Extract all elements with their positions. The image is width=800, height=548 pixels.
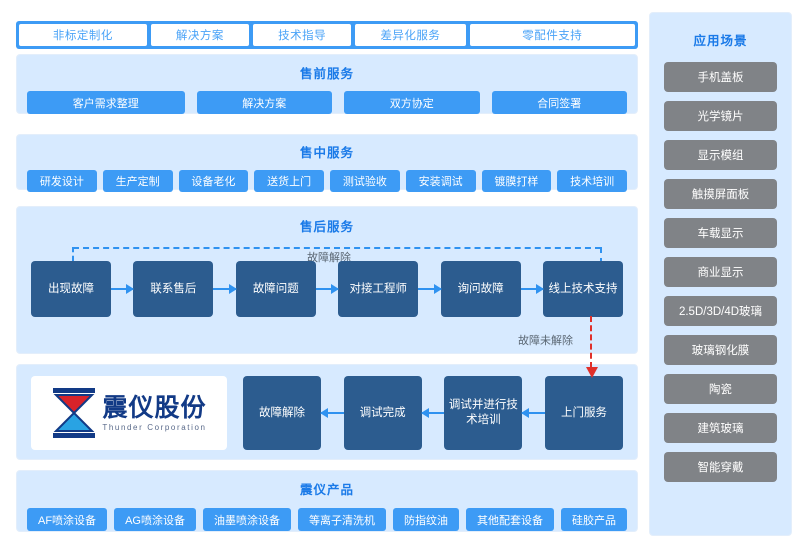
sidebar-item-ceramics[interactable]: 陶瓷 [664,374,777,404]
product-ink-coating[interactable]: 油墨喷涂设备 [202,508,291,531]
company-logo: 震仪股份 Thunder Corporation [31,376,227,450]
presale-title: 售前服务 [299,67,354,81]
sidebar-item-touch-panel[interactable]: 触摸屏面板 [664,179,777,209]
aftersale-panel: 售后服务 故障解除 出现故障 联系售后 故障问题 对接工程师 询问故障 线上技术… [16,206,638,354]
logo-english-name: Thunder Corporation [102,423,207,432]
flow-step-online-tech-support[interactable]: 线上技术支持 [543,261,624,317]
aftersale-flow: 出现故障 联系售后 故障问题 对接工程师 询问故障 线上技术支持 [17,261,637,317]
onsite-step-fault-resolved[interactable]: 故障解除 [243,376,321,450]
product-af-coating[interactable]: AF喷涂设备 [27,508,108,531]
arrow-left-icon [420,408,445,418]
presale-panel: 售前服务 客户需求整理 解决方案 双方协定 合同签署 [16,54,638,114]
unresolved-connector-label: 故障未解除 [518,335,573,347]
arrow-left-icon [521,408,546,418]
feedback-loop-line [73,247,601,249]
sidebar-title: 应用场景 [693,34,748,48]
arrow-right-icon [315,284,340,294]
midsale-step-production[interactable]: 生产定制 [102,170,173,192]
sidebar-item-commercial-display[interactable]: 商业显示 [664,257,777,287]
sidebar-item-automotive-display[interactable]: 车载显示 [664,218,777,248]
product-anti-fingerprint-oil[interactable]: 防指纹油 [392,508,459,531]
presale-step-solution[interactable]: 解决方案 [196,91,332,114]
flow-step-fault-issue[interactable]: 故障问题 [235,261,316,317]
product-plasma-cleaner[interactable]: 等离子清洗机 [297,508,386,531]
presale-step-contract[interactable]: 合同签署 [491,91,627,114]
logo-chinese-name: 震仪股份 [102,393,207,422]
sidebar-item-tempered-film[interactable]: 玻璃钢化膜 [664,335,777,365]
arrow-right-icon [520,284,545,294]
arrow-right-icon [111,284,135,294]
product-silicone[interactable]: 硅胶产品 [560,508,627,531]
product-ag-coating[interactable]: AG喷涂设备 [114,508,196,531]
midsale-steps: 研发设计 生产定制 设备老化 送货上门 测试验收 安装调试 镀膜打样 技术培训 [17,170,637,192]
presale-step-requirements[interactable]: 客户需求整理 [27,91,185,114]
left-column: 非标定制化 解决方案 技术指导 差异化服务 零配件支持 售前服务 客户需求整理 … [8,10,638,538]
products-list: AF喷涂设备 AG喷涂设备 油墨喷涂设备 等离子清洗机 防指纹油 其他配套设备 … [17,508,637,531]
arrow-right-icon [418,284,443,294]
feature-tab-strip: 非标定制化 解决方案 技术指导 差异化服务 零配件支持 [16,21,638,49]
midsale-step-rd-design[interactable]: 研发设计 [27,170,97,192]
flow-step-inquire-fault[interactable]: 询问故障 [440,261,521,317]
tab-parts-support[interactable]: 零配件支持 [469,24,635,46]
tab-solution[interactable]: 解决方案 [150,24,250,46]
midsale-step-testing[interactable]: 测试验收 [330,170,400,192]
sidebar-item-optical-lens[interactable]: 光学镜片 [664,101,777,131]
products-panel: 震仪产品 AF喷涂设备 AG喷涂设备 油墨喷涂设备 等离子清洗机 防指纹油 其他… [16,470,638,532]
sidebar-item-architectural-glass[interactable]: 建筑玻璃 [664,413,777,443]
onsite-service-panel: 震仪股份 Thunder Corporation 故障解除 调试完成 调试并进行… [16,364,638,460]
products-title: 震仪产品 [299,483,354,497]
midsale-step-burn-in[interactable]: 设备老化 [178,170,249,192]
onsite-service-flow: 震仪股份 Thunder Corporation 故障解除 调试完成 调试并进行… [17,365,637,461]
onsite-step-debug-complete[interactable]: 调试完成 [343,376,422,450]
sidebar-item-phone-cover[interactable]: 手机盖板 [664,62,777,92]
tab-tech-guide[interactable]: 技术指导 [253,24,352,46]
sidebar-item-wearables[interactable]: 智能穿戴 [664,452,777,482]
application-scenarios-sidebar: 应用场景 手机盖板 光学镜片 显示模组 触摸屏面板 车载显示 商业显示 2.5D… [649,12,792,536]
midsale-title: 售中服务 [299,146,354,160]
midsale-step-installation[interactable]: 安装调试 [405,170,476,192]
flow-step-contact-support[interactable]: 联系售后 [133,261,214,317]
hourglass-logo-icon [53,388,96,438]
midsale-panel: 售中服务 研发设计 生产定制 设备老化 送货上门 测试验收 安装调试 镀膜打样 … [16,134,638,192]
sidebar-item-curved-glass[interactable]: 2.5D/3D/4D玻璃 [664,296,777,326]
tab-differentiated-service[interactable]: 差异化服务 [355,24,466,46]
midsale-step-training[interactable]: 技术培训 [557,170,627,192]
flow-step-assign-engineer[interactable]: 对接工程师 [338,261,419,317]
arrow-left-icon [320,408,344,418]
aftersale-title: 售后服务 [299,220,354,234]
onsite-step-onsite-service[interactable]: 上门服务 [545,376,624,450]
onsite-step-debug-and-train[interactable]: 调试并进行技 术培训 [444,376,523,450]
flow-step-fault-occurs[interactable]: 出现故障 [31,261,111,317]
midsale-step-delivery[interactable]: 送货上门 [254,170,324,192]
presale-steps: 客户需求整理 解决方案 双方协定 合同签署 [17,91,637,114]
tab-custom[interactable]: 非标定制化 [19,24,147,46]
sidebar-item-display-module[interactable]: 显示模组 [664,140,777,170]
midsale-step-coating-sample[interactable]: 镀膜打样 [481,170,552,192]
feedback-loop-left-arrow [68,247,78,270]
product-other-equipment[interactable]: 其他配套设备 [465,508,554,531]
presale-step-agreement[interactable]: 双方协定 [344,91,480,114]
arrow-right-icon [213,284,238,294]
unresolved-connector-arrow [586,316,598,378]
